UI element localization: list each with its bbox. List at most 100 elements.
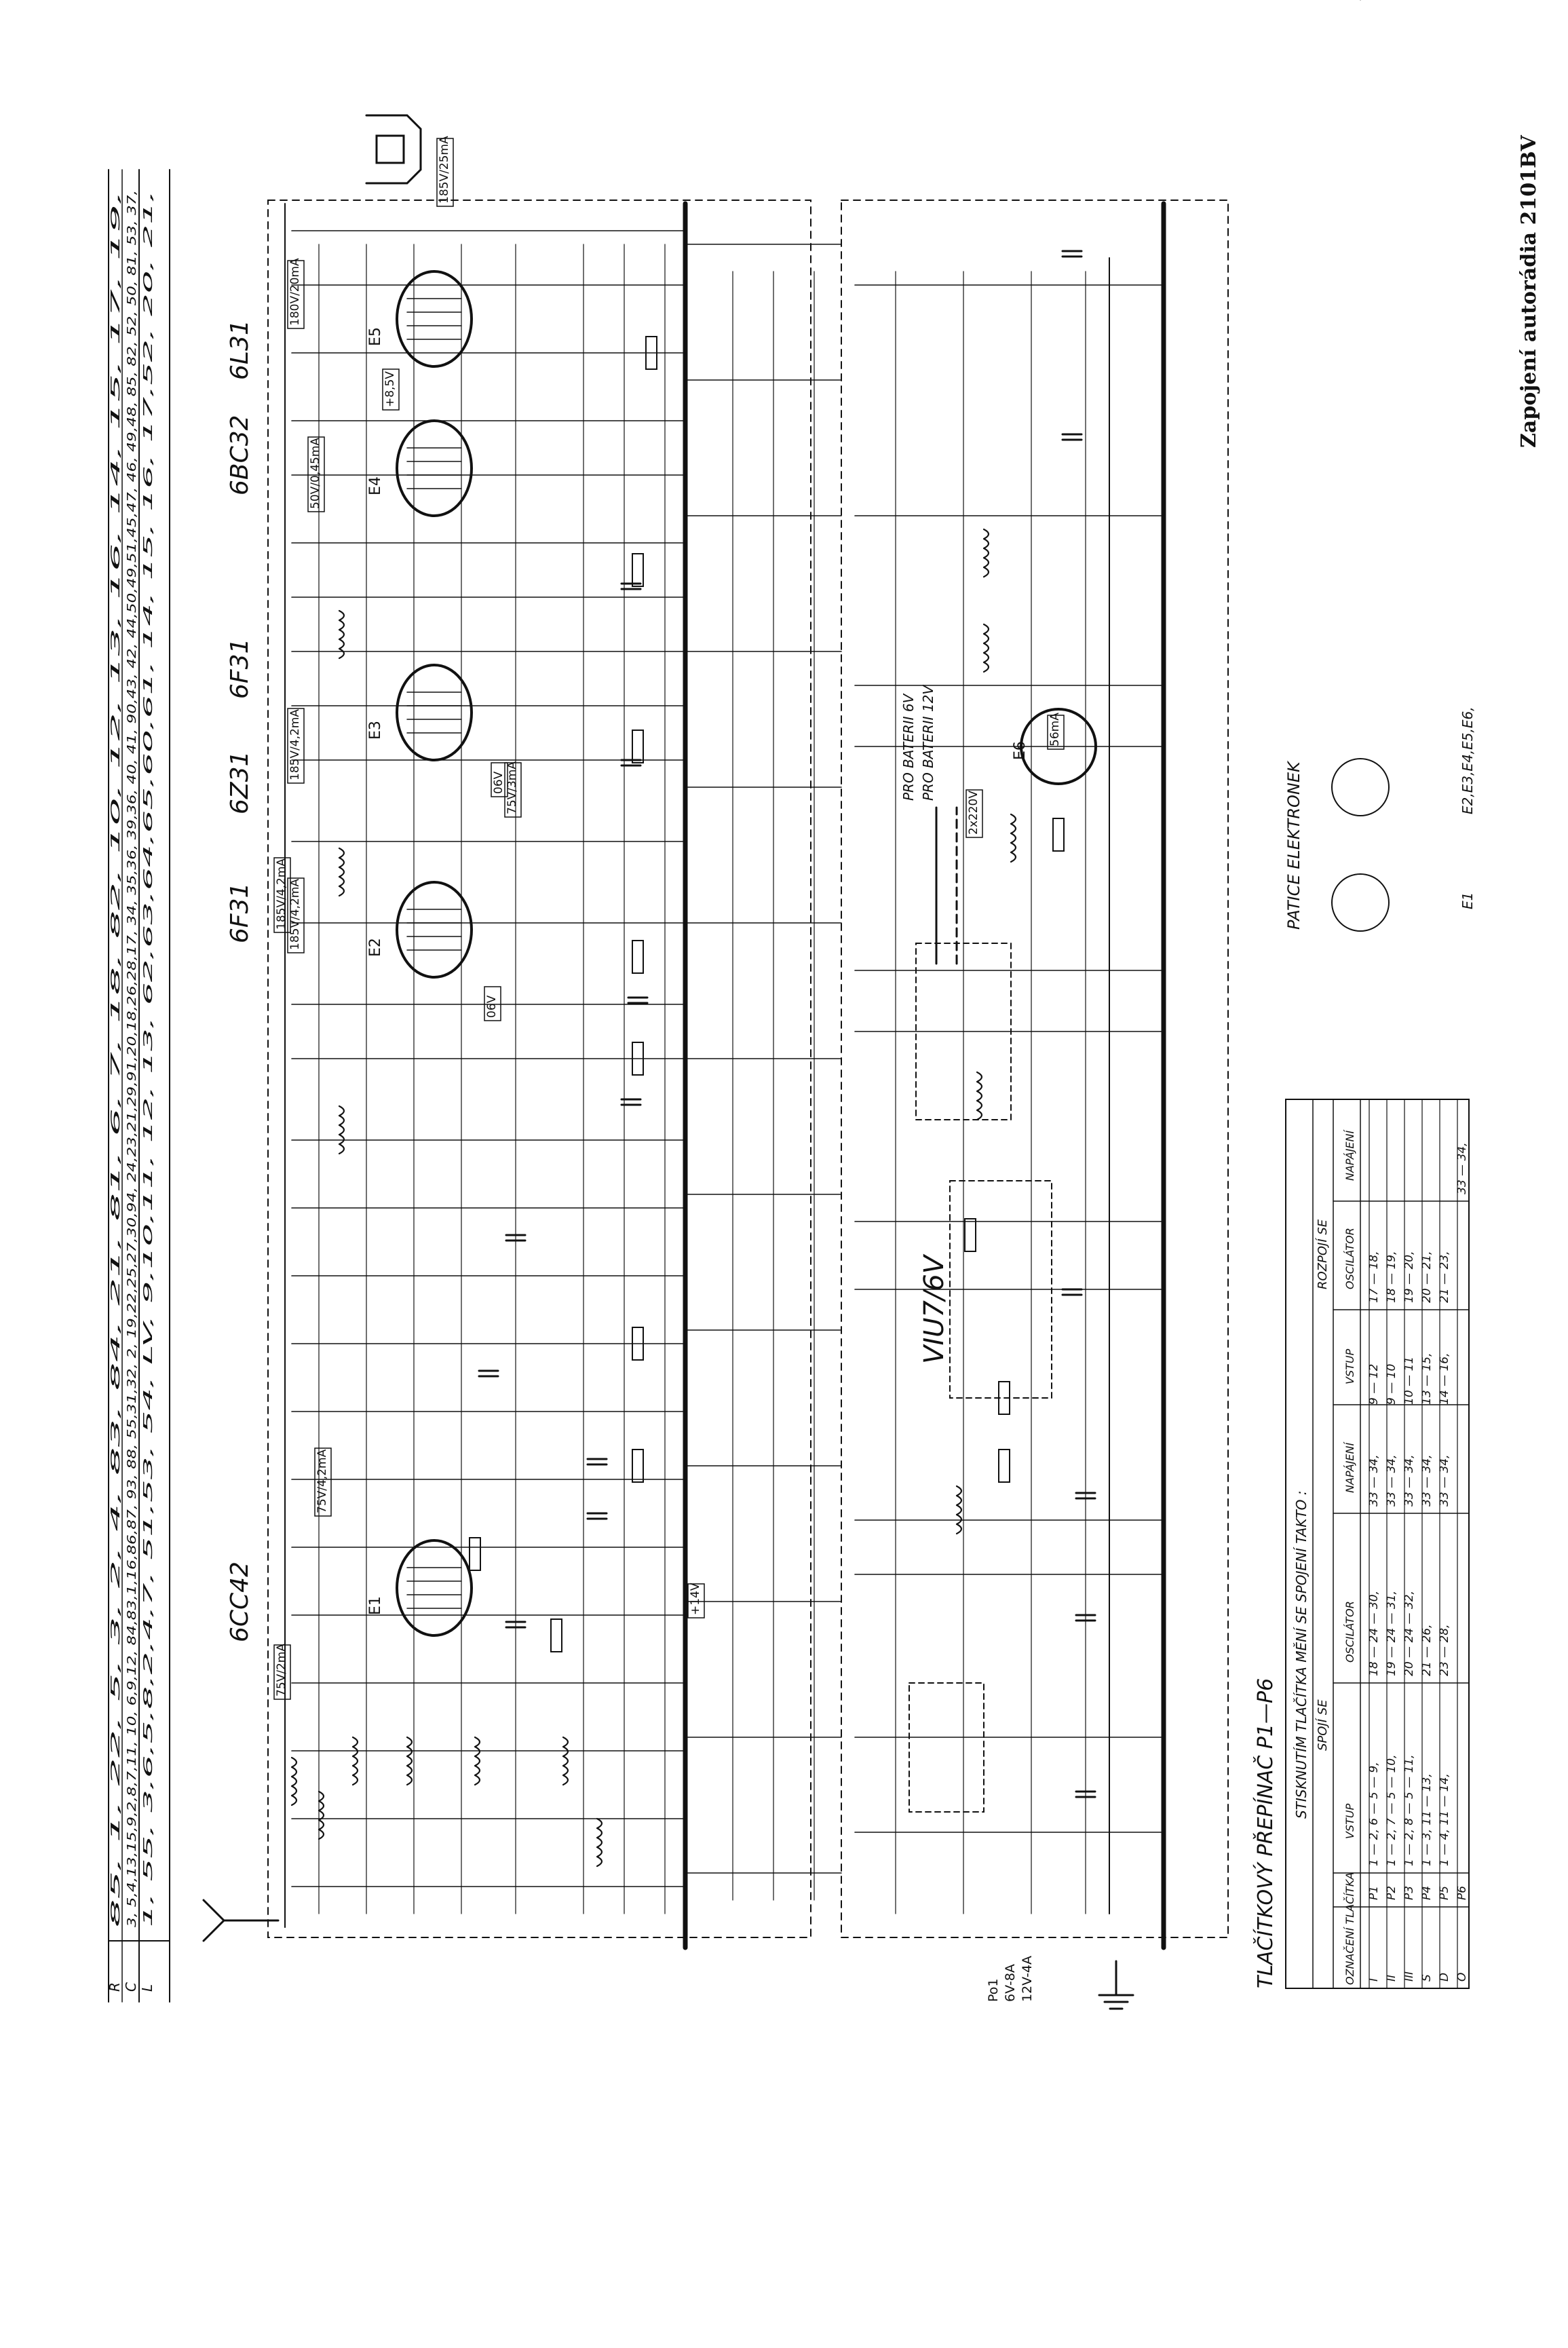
table-cell: 10 — 11: [1402, 1357, 1416, 1405]
table-cell: 21 — 23,: [1438, 1251, 1451, 1303]
tube-ref: E1: [367, 1596, 384, 1615]
table-cell: 17 — 18,: [1367, 1251, 1381, 1303]
table-header: OZNAČENÍ TLAČÍTKA: [1343, 1872, 1356, 1985]
vacuum-tube: [396, 881, 473, 979]
inductor: [596, 1817, 603, 1868]
tube-type-label: 6CC42: [226, 1561, 254, 1642]
rail-voltage-label: 56mA: [1048, 713, 1062, 746]
rail-tag: [273, 1644, 291, 1700]
vacuum-tube: [396, 419, 473, 517]
table-cell: 1 — 4, 11 — 14,: [1438, 1773, 1451, 1866]
battery-note-12v: PRO BATERII 12V: [920, 685, 936, 801]
inductor: [351, 1736, 359, 1786]
table-cell: I: [1367, 1978, 1381, 1982]
rectifier-tube: [1020, 708, 1097, 785]
tube-ref: E6: [1012, 741, 1029, 760]
inductor: [338, 609, 345, 660]
rail-tag: [314, 1447, 332, 1517]
rail-voltage-label: 185V/4,2mA: [288, 709, 302, 780]
battery-rating: 6V-8A: [1003, 1964, 1018, 2002]
coil-table-values: 1, 55, 3,6,5,8,2,4,7, 51,53, 54, LV, 9,1…: [141, 190, 155, 1927]
tube-type-label: 6BC32: [226, 415, 254, 495]
table-cell: 1 — 2, 6 — 5 — 9,: [1367, 1762, 1381, 1866]
tube-type-label: 6F31: [226, 639, 254, 699]
inductor: [290, 1756, 298, 1806]
rail-voltage-label: 06V: [492, 771, 505, 794]
rail-tag: [1047, 715, 1065, 750]
table-cell: 33 — 34,: [1402, 1455, 1416, 1507]
vacuum-tube: [396, 270, 473, 368]
table-cell: II: [1385, 1975, 1398, 1982]
rail-voltage-label: 2x220V: [967, 791, 980, 835]
inductor: [976, 1071, 983, 1121]
rail-voltage-label: +14V: [689, 1583, 702, 1615]
rail-tag: [484, 986, 501, 1021]
group-label: ROZPOJÍ SE: [1315, 1219, 1330, 1289]
rail-tag: [965, 789, 983, 838]
battery-note-6v: PRO BATERII 6V: [900, 693, 917, 801]
table-cell: 20 — 21,: [1420, 1251, 1434, 1303]
resistor: [1052, 818, 1065, 852]
table-header: NAPÁJENÍ: [1343, 1441, 1356, 1493]
vacuum-tube: [396, 1539, 473, 1637]
table-cell: 33 — 34,: [1385, 1455, 1398, 1507]
schematic-labels: R85, 1, 22, 5, 3, 2, 4, 83, 84, 21, 81, …: [107, 136, 1476, 2002]
table-cell: P3: [1402, 1886, 1416, 1900]
schematic-linework: [108, 0, 1470, 2010]
rail-voltage-label: 75V/2mA: [275, 1644, 288, 1697]
switch-P7: [909, 1682, 984, 1813]
tube-ref: E2: [367, 938, 384, 957]
inductor: [982, 528, 990, 578]
tube-type-label: 6L31: [226, 320, 254, 380]
resistor: [632, 940, 644, 974]
rail-tag: [436, 138, 454, 207]
table-cell: P4: [1420, 1886, 1434, 1900]
table-cell: P1: [1367, 1886, 1381, 1900]
table-cell: P6: [1455, 1886, 1469, 1900]
table-cell: 23 — 28,: [1438, 1625, 1451, 1676]
vacuum-tube: [396, 664, 473, 761]
socket-others-label: E2,E3,E4,E5,E6,: [1459, 706, 1476, 814]
antenna-symbol: [202, 1899, 226, 1942]
rail-tag: [273, 857, 291, 933]
socket-e2-e6: [1331, 758, 1390, 816]
table-cell: 1 — 2, 7 — 5 — 10,: [1385, 1754, 1398, 1866]
coil-table-values: 85, 1, 22, 5, 3, 2, 4, 83, 84, 21, 81, 6…: [109, 190, 123, 1927]
speaker-magnet: [375, 134, 405, 164]
table-cell: 33 — 34,: [1438, 1455, 1451, 1507]
table-cell: 19 — 24 — 31,: [1385, 1591, 1398, 1676]
switch-caption: STISKNUTÍM TLAČÍTKA MĚNÍ SE SPOJENÍ TAKT…: [1293, 1490, 1309, 1819]
rail-voltage-label: 185V/4,2mA: [275, 858, 288, 930]
rail-tag: [287, 260, 305, 329]
socket-e1: [1331, 873, 1390, 932]
table-cell: D: [1438, 1973, 1451, 1982]
vibrator-box: [949, 1180, 1052, 1399]
coil-table-values: 3, 5,4,13,15,9,2,8,7,11, 10, 6,9,12, 84,…: [125, 190, 139, 1927]
rail-voltage-label: 180V/20mA: [288, 258, 302, 326]
inductor: [338, 847, 345, 897]
table-header: OSCILÁTOR: [1343, 1228, 1356, 1289]
socket-title: PATICE ELEKTRONEK: [1284, 760, 1303, 930]
inductor: [474, 1736, 481, 1786]
table-header: VSTUP: [1343, 1348, 1356, 1384]
table-cell: 9 — 10: [1385, 1364, 1398, 1405]
tube-type-label: 6F31: [226, 883, 254, 943]
resistor: [632, 553, 644, 587]
socket-e1-label: E1: [1459, 892, 1476, 909]
table-cell: S: [1420, 1974, 1434, 1982]
group-label: SPOJÍ SE: [1315, 1699, 1330, 1751]
tube-ref: E4: [367, 476, 384, 495]
inductor: [562, 1736, 569, 1786]
inductor: [406, 1736, 413, 1786]
table-cell: 13 — 15,: [1420, 1353, 1434, 1405]
table-cell: 33 — 34,: [1420, 1455, 1434, 1507]
resistor: [632, 1042, 644, 1076]
table-header: VSTUP: [1343, 1803, 1356, 1839]
rail-voltage-label: 185V/25mA: [438, 136, 451, 204]
table-cell: 9 — 12: [1367, 1364, 1381, 1405]
rail-tag: [287, 877, 305, 953]
inductor: [982, 623, 990, 673]
receiver-shield-outline: [267, 200, 811, 1938]
